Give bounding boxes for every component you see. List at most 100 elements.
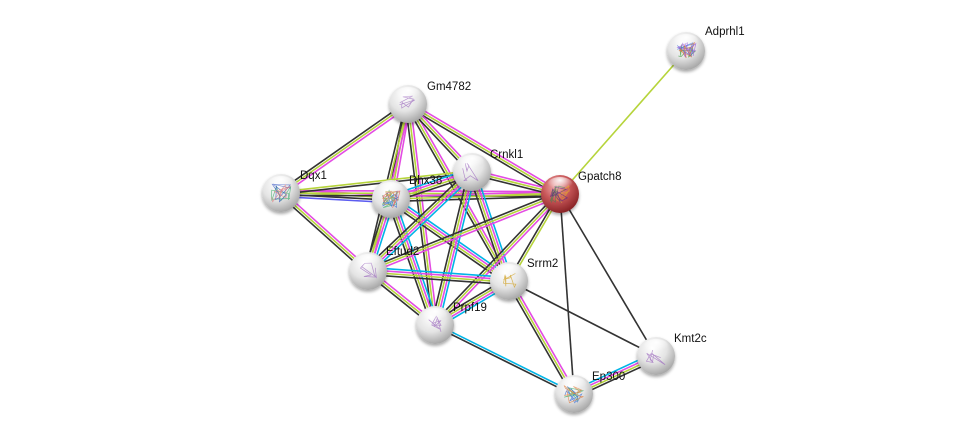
- edge-crnkl1-srrm2[interactable]: [467, 170, 514, 283]
- edge-line-coexpression: [559, 193, 575, 395]
- edge-gpatch8-kmt2c[interactable]: [559, 193, 657, 357]
- edge-line-textmining: [280, 192, 369, 272]
- node-label-ep300[interactable]: Ep300: [592, 371, 625, 383]
- edge-line-coexpression: [467, 172, 507, 283]
- node-highlight: [459, 155, 485, 171]
- edge-line-database: [435, 323, 575, 394]
- node-highlight: [561, 377, 587, 393]
- edge-line-database: [369, 174, 476, 275]
- edge-srrm2-kmt2c[interactable]: [508, 280, 657, 357]
- edge-line-coexpression: [430, 170, 470, 325]
- node-label-dhx38[interactable]: Dhx38: [409, 175, 442, 187]
- edge-gpatch8-eftud2[interactable]: [366, 191, 562, 274]
- edge-line-database: [368, 266, 510, 279]
- protein-structure-icon: [645, 350, 666, 365]
- edge-line-experiment: [368, 195, 562, 274]
- node-adprhl1[interactable]: [667, 32, 705, 70]
- node-highlight: [643, 339, 669, 355]
- edge-line-textmining: [407, 103, 561, 195]
- edge-line-textmining: [367, 193, 561, 272]
- edge-line-experiment: [472, 171, 511, 281]
- edge-line-coexpression: [367, 273, 509, 286]
- node-prpf19[interactable]: [416, 306, 454, 344]
- edge-line-textmining: [390, 193, 561, 200]
- node-label-gpatch8[interactable]: Gpatch8: [578, 171, 621, 183]
- node-label-crnkl1[interactable]: Crnkl1: [490, 149, 523, 161]
- edges-layer: [278, 50, 687, 398]
- edge-line-coexpression: [432, 191, 559, 324]
- node-ep300[interactable]: [555, 375, 593, 413]
- edge-line-coexpression: [279, 101, 408, 192]
- edge-eftud2-srrm2[interactable]: [367, 266, 510, 286]
- edge-line-experiment: [436, 195, 563, 328]
- node-label-adprhl1[interactable]: Adprhl1: [705, 26, 745, 38]
- node-highlight: [395, 87, 421, 103]
- node-highlight: [496, 264, 522, 280]
- edge-line-coexpression: [559, 193, 657, 357]
- edge-line-textmining: [367, 271, 509, 283]
- edge-line-experiment: [510, 279, 577, 394]
- edge-gpatch8-ep300[interactable]: [559, 193, 575, 395]
- edge-line-database: [393, 197, 440, 325]
- node-label-gm4782[interactable]: Gm4782: [427, 81, 471, 93]
- edge-line-database: [474, 170, 514, 281]
- edge-line-textmining: [280, 103, 409, 194]
- node-dqx1[interactable]: [262, 174, 300, 212]
- edge-line-experiment: [391, 198, 437, 325]
- node-highlight: [268, 176, 294, 192]
- edge-gpatch8-prpf19[interactable]: [432, 191, 563, 328]
- edge-line-coexpression: [366, 191, 560, 270]
- edge-line-experiment: [282, 190, 371, 270]
- edge-gm4782-gpatch8[interactable]: [406, 101, 562, 197]
- edge-line-coexpression: [391, 195, 561, 203]
- edge-line-database: [437, 172, 477, 327]
- edge-line-coexpression: [386, 199, 433, 327]
- node-kmt2c[interactable]: [637, 337, 675, 375]
- edge-crnkl1-prpf19[interactable]: [430, 170, 477, 327]
- edge-line-textmining: [433, 171, 472, 325]
- edge-crnkl1-eftud2[interactable]: [364, 168, 476, 275]
- edge-line-coexpression: [281, 172, 473, 195]
- edge-line-textmining: [434, 193, 561, 326]
- node-gm4782[interactable]: [389, 85, 427, 123]
- edge-line-coexpression: [506, 281, 573, 396]
- edge-prpf19-ep300[interactable]: [434, 323, 575, 396]
- edge-line-experiment: [368, 172, 474, 273]
- node-highlight: [547, 177, 573, 193]
- edge-line-experiment: [281, 105, 410, 196]
- node-highlight: [673, 34, 699, 50]
- edge-line-textmining: [407, 103, 510, 282]
- node-label-dqx1[interactable]: Dqx1: [300, 170, 327, 182]
- node-label-srrm2[interactable]: Srrm2: [527, 258, 558, 270]
- edge-line-textmining: [508, 280, 575, 395]
- edge-line-textmining: [366, 170, 472, 271]
- node-highlight: [378, 182, 404, 198]
- edge-dhx38-prpf19[interactable]: [386, 197, 440, 327]
- edge-line-textmining: [470, 172, 509, 282]
- node-gpatch8[interactable]: [541, 175, 579, 213]
- edge-line-experiment: [435, 172, 474, 326]
- edge-line-coexpression: [434, 325, 574, 396]
- node-eftud2[interactable]: [349, 252, 387, 290]
- node-label-kmt2c[interactable]: Kmt2c: [674, 333, 707, 345]
- node-dhx38[interactable]: [372, 180, 410, 218]
- edge-line-experiment: [408, 101, 562, 193]
- node-label-prpf19[interactable]: Prpf19: [453, 302, 487, 314]
- edge-dqx1-eftud2[interactable]: [278, 190, 371, 274]
- node-srrm2[interactable]: [490, 262, 528, 300]
- edge-srrm2-ep300[interactable]: [506, 279, 577, 396]
- node-label-eftud2[interactable]: Eftud2: [386, 246, 419, 258]
- edge-line-textmining: [389, 199, 435, 326]
- node-highlight: [355, 254, 381, 270]
- node-crnkl1[interactable]: [453, 153, 491, 191]
- edge-line-coexpression: [278, 194, 367, 274]
- edge-dqx1-crnkl1[interactable]: [280, 170, 473, 195]
- edge-line-coexpression: [406, 105, 560, 197]
- edge-gm4782-dqx1[interactable]: [279, 101, 410, 196]
- edge-line-coexpression: [508, 280, 657, 357]
- edge-line-experiment: [368, 269, 510, 281]
- edge-line-experiment: [409, 103, 439, 325]
- edge-gpatch8-adprhl1[interactable]: [559, 50, 687, 195]
